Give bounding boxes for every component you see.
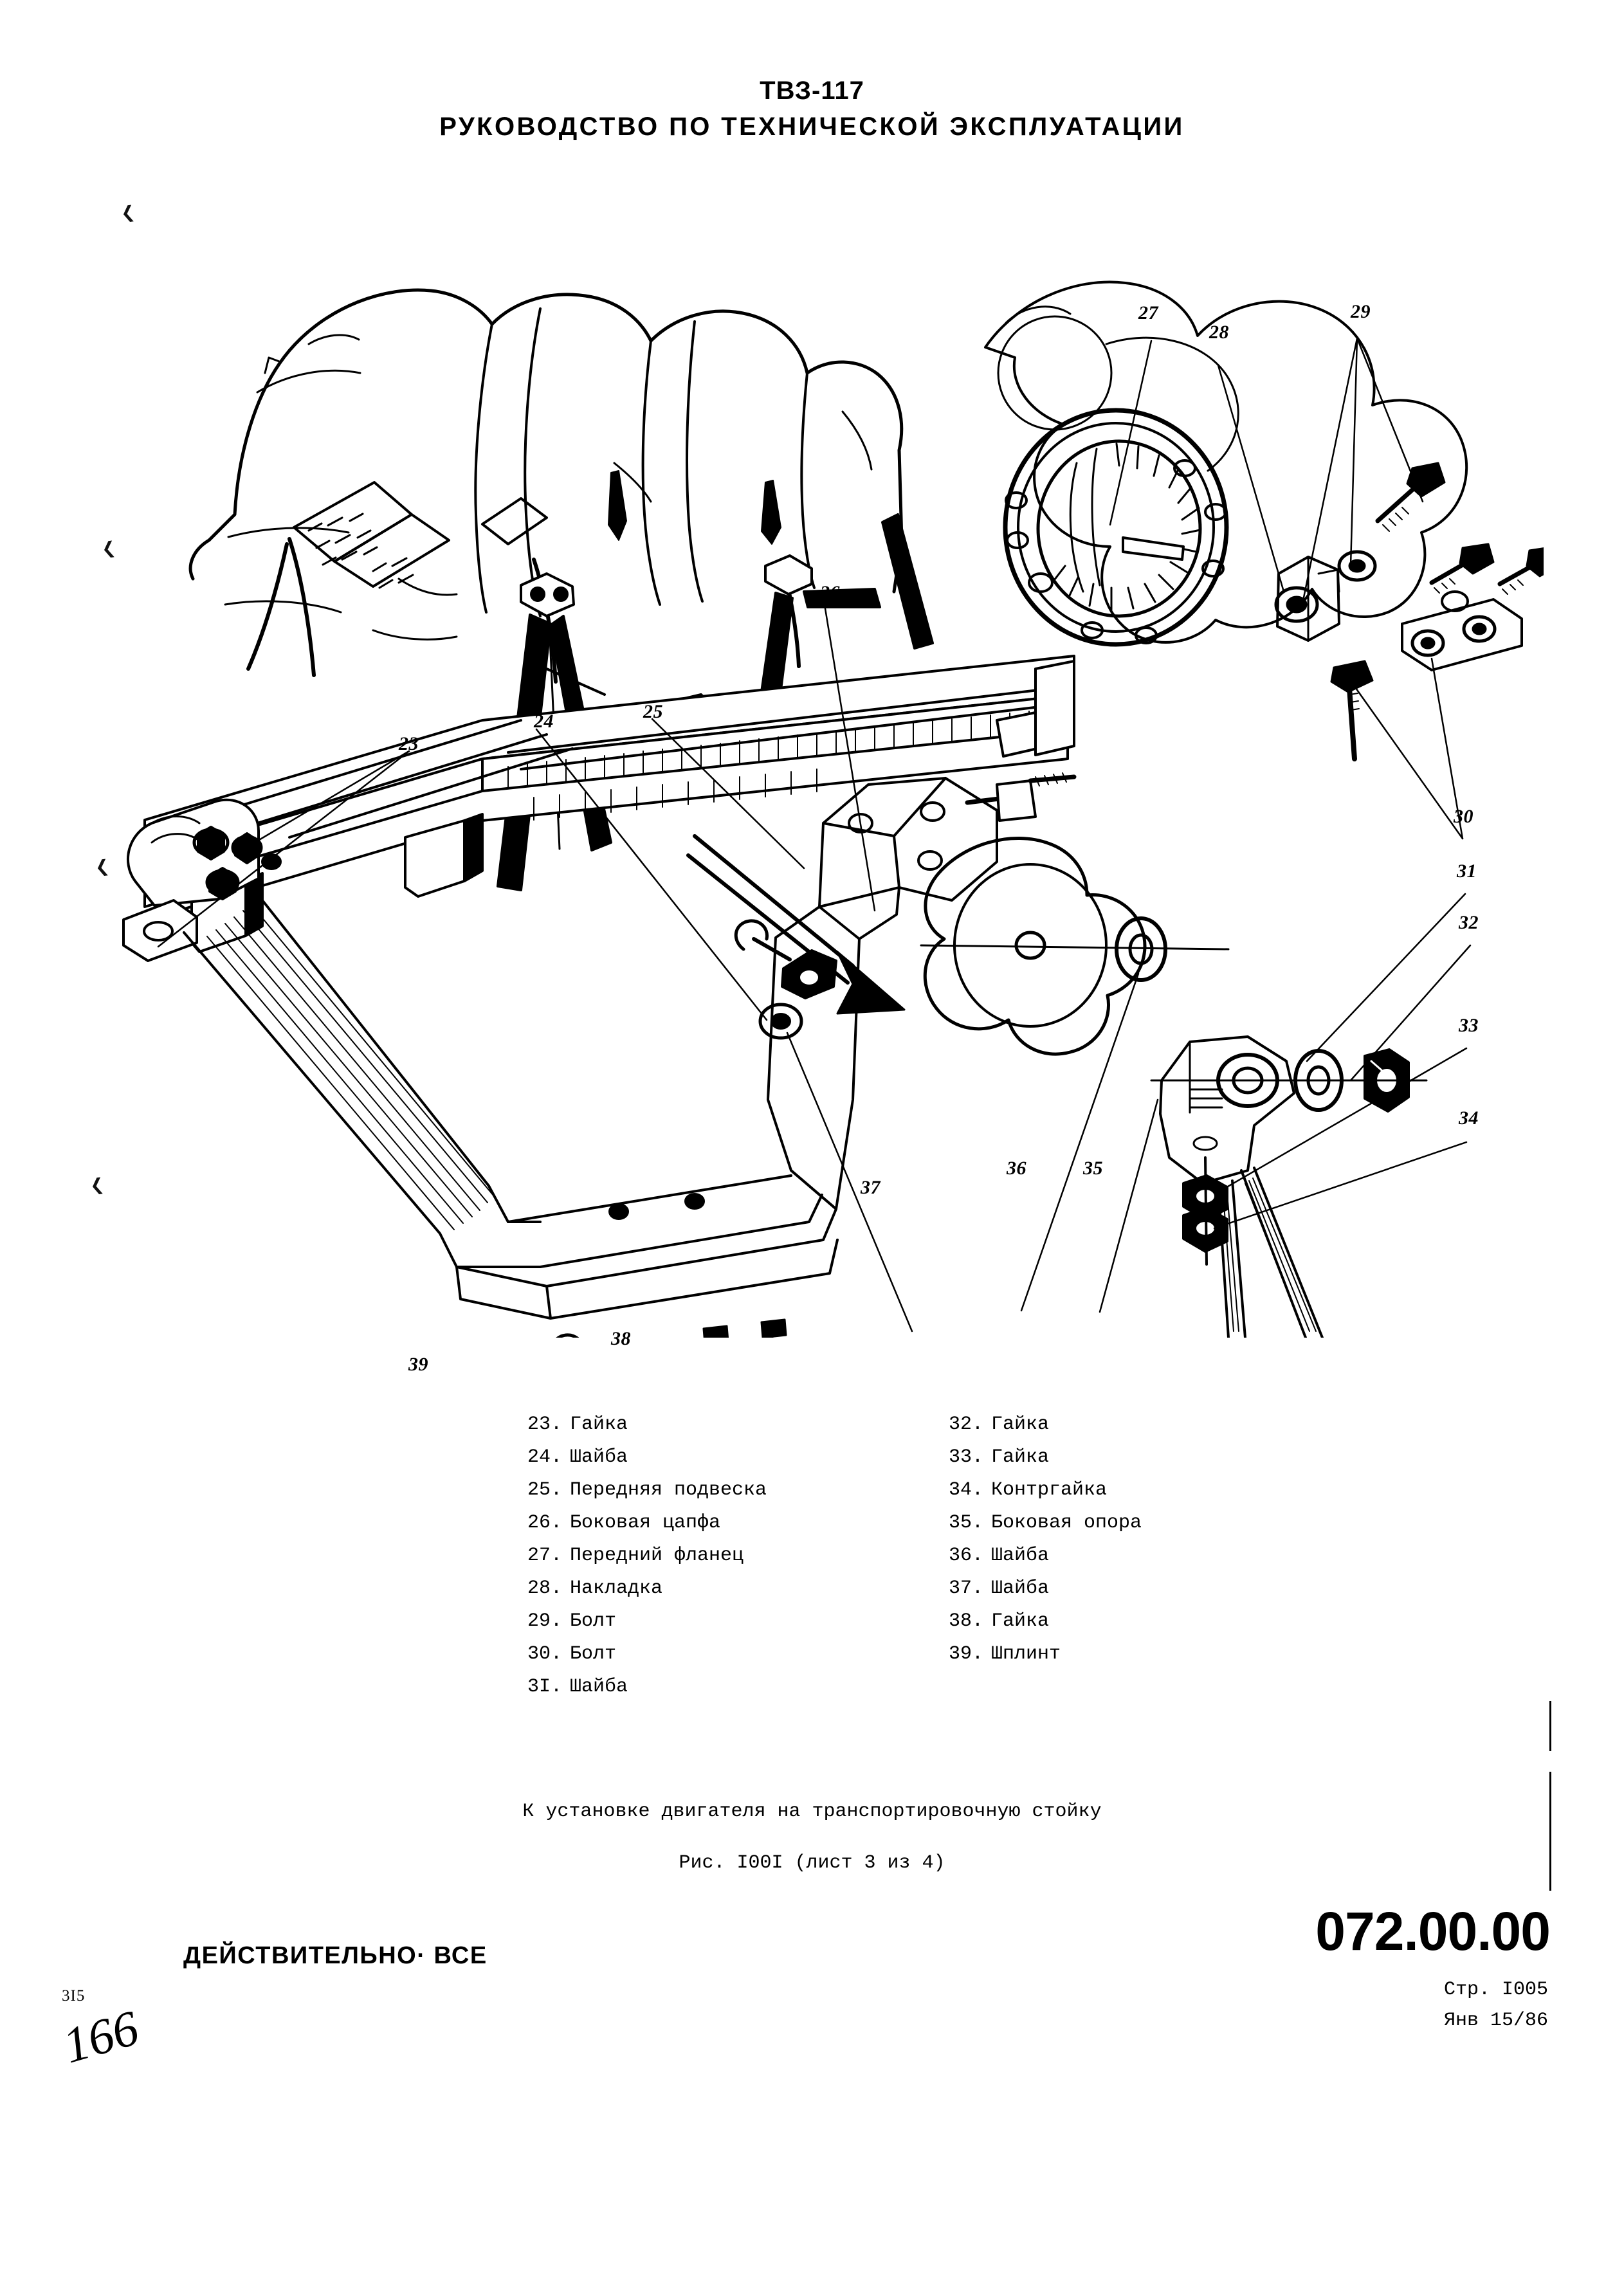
parts-list-item: 28. Накладка — [527, 1572, 767, 1605]
parts-list-item-name: Контргайка — [991, 1479, 1108, 1501]
parts-list-item: 35. Боковая опора — [949, 1507, 1142, 1540]
parts-list-item-number: 37. — [949, 1578, 984, 1599]
callout-38: 38 — [611, 1328, 631, 1349]
callout-26: 26 — [820, 582, 840, 603]
parts-list-item-number: 29. — [527, 1610, 563, 1632]
callout-30: 30 — [1454, 806, 1473, 827]
manual-title: РУКОВОДСТВО ПО ТЕХНИЧЕСКОЙ ЭКСПЛУАТАЦИИ — [439, 113, 1185, 141]
parts-list-item-name: Боковая опора — [991, 1512, 1142, 1534]
change-bar-upper — [1549, 1701, 1551, 1751]
parts-list-item: 24. Шайба — [527, 1441, 767, 1474]
parts-list-item-number: 23. — [527, 1414, 563, 1435]
callout-33: 33 — [1459, 1015, 1479, 1036]
pad-plate — [1274, 556, 1340, 642]
parts-list-item: 33. Гайка — [949, 1441, 1142, 1474]
parts-list-item-name: Боковая цапфа — [570, 1512, 721, 1534]
crated-engine-assembly — [143, 288, 1075, 1015]
parts-list-item-name: Накладка — [570, 1578, 663, 1599]
parts-list-item: 39. Шплинт — [949, 1638, 1142, 1671]
parts-list-item-name: Шайба — [991, 1578, 1050, 1599]
disc-washer-group — [920, 836, 1230, 1056]
page-meta: Стр. I005 Янв 15/86 — [1444, 1974, 1548, 2036]
callout-36: 36 — [1007, 1158, 1026, 1179]
parts-list-item-number: 38. — [949, 1610, 984, 1632]
castle-nuts-group — [556, 1333, 579, 1338]
callout-29: 29 — [1351, 301, 1371, 322]
parts-list-item: 26. Боковая цапфа — [527, 1507, 767, 1540]
effectivity-statement: ДЕЙСТВИТЕЛЬНО· ВСЕ — [183, 1942, 488, 1969]
leader-lines — [157, 337, 1472, 1333]
parts-list-item-name: Гайка — [991, 1414, 1050, 1435]
parts-list-item-number: 28. — [527, 1578, 563, 1599]
callout-28: 28 — [1209, 322, 1229, 343]
parts-list-left-column: 23. Гайка 24. Шайба 25. Передняя подвеска 26. Б… — [527, 1408, 767, 1704]
figure-caption-number: Рис. I00I (лист 3 из 4) — [679, 1852, 945, 1874]
engine-model-title: ТВЗ-117 — [760, 77, 864, 105]
callout-34: 34 — [1459, 1107, 1479, 1129]
parts-list-right-column: 32. Гайка 33. Гайка 34. Контргайка 35. Боковая … — [949, 1408, 1142, 1671]
revision-date: Янв 15/86 — [1443, 2010, 1548, 2032]
upper-bracket-block — [818, 772, 1077, 908]
parts-list-item: 30. Болт — [527, 1638, 767, 1671]
parts-list-item: 32. Гайка — [949, 1408, 1142, 1441]
callout-37: 37 — [861, 1177, 880, 1198]
callout-39: 39 — [408, 1354, 428, 1375]
callout-23: 23 — [399, 733, 419, 754]
parts-list-item-name: Болт — [570, 1643, 617, 1665]
parts-list-item-number: 27. — [527, 1545, 563, 1567]
parts-list-item: 38. Гайка — [949, 1605, 1142, 1638]
callout-31: 31 — [1457, 860, 1477, 882]
parts-list-item-number: 26. — [527, 1512, 563, 1534]
handwritten-mark: 166 — [57, 1999, 145, 2074]
parts-list: 23. Гайка 24. Шайба 25. Передняя подвеска 26. Б… — [0, 1408, 1624, 1698]
parts-list-item-name: Передний фланец — [570, 1545, 744, 1567]
parts-list-item-name: Шайба — [570, 1676, 628, 1698]
parts-list-item-name: Гайка — [570, 1414, 628, 1435]
parts-list-item-number: 25. — [527, 1479, 563, 1501]
document-number: 072.00.00 — [1315, 1901, 1551, 1961]
parts-list-item: 34. Контргайка — [949, 1474, 1142, 1507]
parts-list-item-name: Шайба — [570, 1446, 628, 1468]
parts-list-item: 36. Шайба — [949, 1540, 1142, 1572]
parts-list-item-number: 33. — [949, 1446, 984, 1468]
parts-list-item: 25. Передняя подвеска — [527, 1474, 767, 1507]
parts-list-item-name: Передняя подвеска — [570, 1479, 767, 1501]
callout-32: 32 — [1459, 912, 1479, 933]
print-code: 3I5 — [62, 1987, 86, 2005]
change-bar-lower — [1549, 1772, 1551, 1891]
page-number: Стр. I005 — [1443, 1979, 1548, 2001]
parts-list-item-number: 3I. — [527, 1676, 563, 1698]
parts-list-item-number: 36. — [949, 1545, 984, 1567]
side-bolts — [1429, 543, 1544, 595]
right-mount-plate — [1401, 590, 1523, 671]
front-flange — [1003, 408, 1229, 647]
parts-list-item-number: 35. — [949, 1512, 984, 1534]
vertical-bolt — [1330, 660, 1374, 761]
parts-list-item-name: Шайба — [991, 1545, 1050, 1567]
callout-27: 27 — [1138, 302, 1158, 323]
parts-list-item: 27. Передний фланец — [527, 1540, 767, 1572]
callout-25: 25 — [643, 701, 663, 722]
side-support-post — [1150, 1035, 1428, 1338]
parts-list-item: 29. Болт — [527, 1605, 767, 1638]
callout-24: 24 — [534, 711, 554, 732]
parts-list-item-name: Болт — [570, 1610, 617, 1632]
parts-list-item-number: 32. — [949, 1414, 984, 1435]
parts-list-item: 23. Гайка — [527, 1408, 767, 1441]
parts-list-item-number: 24. — [527, 1446, 563, 1468]
parts-list-item-number: 39. — [949, 1643, 984, 1665]
figure-caption-title: К установке двигателя на транспортировоч… — [522, 1801, 1102, 1823]
parts-list-item-name: Гайка — [991, 1610, 1050, 1632]
parts-list-item-number: 30. — [527, 1643, 563, 1665]
figure-exploded-diagram — [96, 180, 1544, 1338]
engine-front-casing — [984, 280, 1544, 761]
parts-list-item-name: Шплинт — [991, 1643, 1061, 1665]
parts-list-item: 37. Шайба — [949, 1572, 1142, 1605]
front-suspension-frame — [122, 772, 1077, 1338]
callout-35: 35 — [1083, 1158, 1103, 1179]
parts-list-item-name: Гайка — [991, 1446, 1050, 1468]
page-header: ТВЗ-117 РУКОВОДСТВО ПО ТЕХНИЧЕСКОЙ ЭКСПЛ… — [0, 76, 1624, 141]
parts-list-item-number: 34. — [949, 1479, 984, 1501]
parts-list-item: 3I. Шайба — [527, 1671, 767, 1704]
